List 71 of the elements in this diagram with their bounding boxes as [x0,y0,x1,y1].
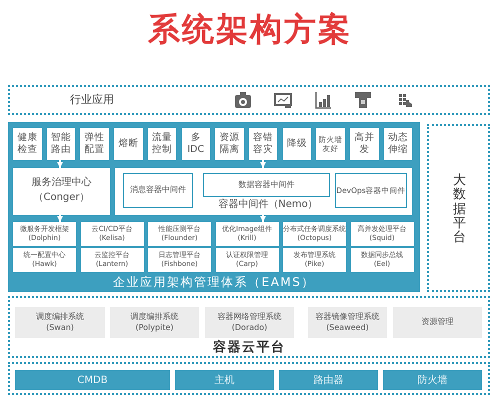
eams-panel [8,122,420,292]
node-label: （Conger） [32,192,91,204]
platform-box [283,248,346,272]
middleware-box [115,168,412,215]
node-label: CMDB [77,374,108,386]
platform-box [148,222,211,246]
platform-box [283,222,346,246]
platform-box [216,248,278,272]
infrastructure-box [15,370,170,390]
node-label: 动态伸缩 [386,132,409,156]
node-label: (Swan) [46,322,74,333]
node-label: 熔断 [118,138,138,150]
feature-box [182,128,210,160]
platform-box [13,248,76,272]
node-label: 多IDC [186,132,206,156]
node-label: 资源管理 [422,317,454,328]
container-cloud-band [8,296,490,358]
node-label: 容器镜像管理系统 [316,312,380,322]
platform-box [350,248,414,272]
node-label: (Seaweed) [326,322,369,333]
node-label: 调度编排系统 [130,312,178,322]
node-label: 防火墙 [418,374,448,386]
node-label: 路由器 [314,374,344,386]
node-label: 降级 [286,138,307,150]
big-data-band [427,124,490,292]
node-label: 智能路由 [50,132,72,156]
node-label: (Dorado) [232,322,268,333]
node-label: 消息容器中间件 [130,185,186,196]
feature-box [316,128,345,160]
node-label: 容错容灾 [252,132,274,156]
node-label: 行业应用 [70,94,114,107]
node-label: 数据容器中间件 [238,180,294,190]
node-label: 弹性配置 [84,132,106,156]
infrastructure-band [8,362,490,395]
feature-box [248,128,278,160]
node-label: 高并发 [353,132,376,156]
infrastructure-box [383,370,482,390]
feature-box [13,128,42,160]
node-label: 企业应用架构管理体系（EAMS） [112,276,316,290]
platform-box [148,248,211,272]
node-label: (Polypite) [136,322,174,333]
feature-box [350,128,378,160]
platform-box [13,222,76,246]
feature-box [114,128,143,160]
infrastructure-box [279,370,378,390]
node-label: 调度编排系统 [36,312,84,322]
feature-box [46,128,76,160]
node-label: 容器中间件（Nemo） [217,199,319,210]
feature-box [80,128,109,160]
service-box [13,168,110,215]
infrastructure-box [175,370,274,390]
node-label: 大数据平台 [453,174,466,246]
node-label: 健康检查 [16,132,38,156]
platform-box [350,222,414,246]
node-label: 容器云平台 [212,341,286,356]
node-label: 服务治理中心 [30,177,92,188]
node-label: 流量控制 [151,132,174,156]
node-label: 主机 [214,374,234,386]
feature-box [148,128,176,160]
platform-box [80,222,144,246]
node-label: 资源隔离 [218,132,240,156]
feature-box [215,128,244,160]
feature-box [384,128,412,160]
feature-box [282,128,312,160]
middleware-box [203,173,330,197]
platform-box [216,222,278,246]
title: 系统架构方案 [147,9,353,50]
platform-box [80,248,144,272]
node-label: 容器网络管理系统 [218,312,282,322]
middleware-box [335,173,407,208]
middleware-box [123,173,193,208]
